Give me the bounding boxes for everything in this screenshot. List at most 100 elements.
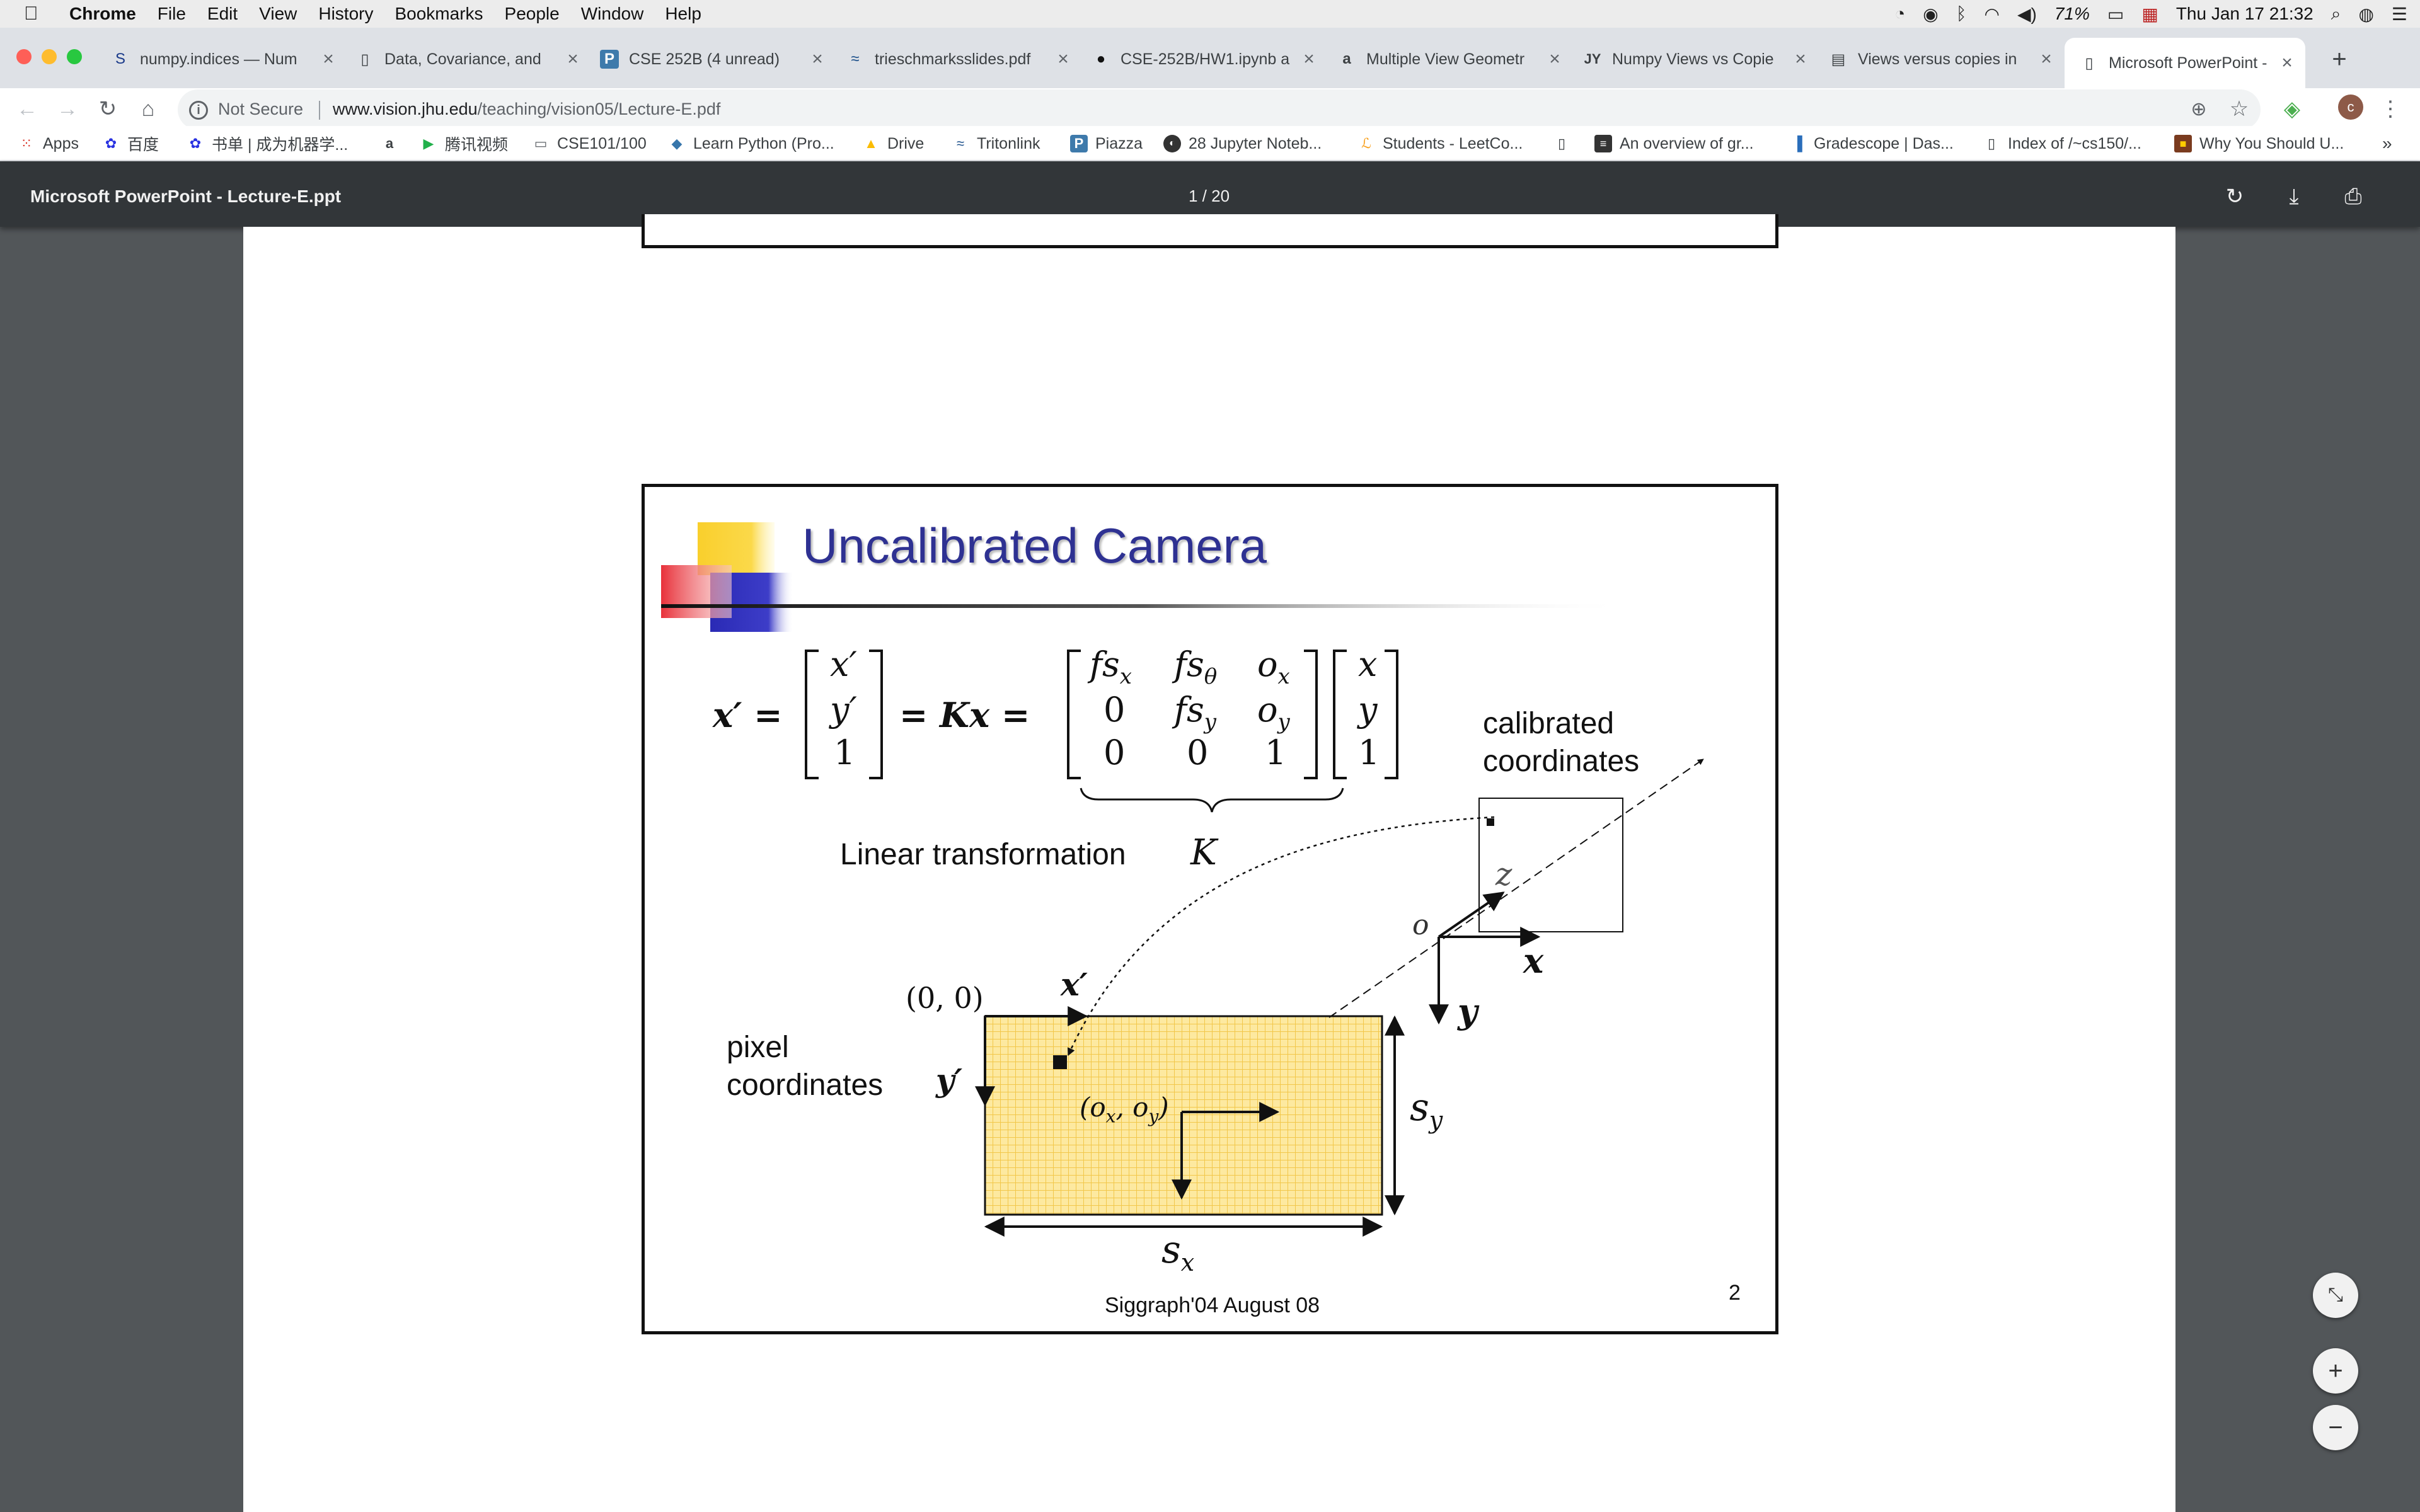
bookmark-amazon[interactable]: a (381, 132, 406, 155)
bookmark-baidu[interactable]: ✿百度 (102, 132, 159, 155)
not-secure-label[interactable]: Not Secure (218, 100, 304, 118)
bookmark-jupyter[interactable]: ◐28 Jupyter Noteb... (1163, 132, 1322, 155)
amazon-icon: a (385, 135, 394, 151)
extension-icon[interactable]: ◈ (2283, 97, 2301, 121)
input-source-flag-icon[interactable]: ▦ (2141, 4, 2158, 24)
menu-window[interactable]: Window (580, 4, 644, 23)
tab-close-icon[interactable]: × (812, 49, 823, 69)
tab-close-icon[interactable]: × (567, 49, 579, 69)
bookmark-drive[interactable]: ▲Drive (862, 132, 924, 155)
menu-edit[interactable]: Edit (207, 4, 238, 23)
bookmark-learn-python[interactable]: ◆Learn Python (Pro... (668, 132, 834, 155)
bookmark-folder-cse101[interactable]: ▭CSE101/100 (532, 132, 647, 155)
bookmark-label: 28 Jupyter Noteb... (1189, 134, 1322, 152)
bookmark-gradescope[interactable]: ▐Gradescope | Das... (1789, 132, 1954, 155)
bookmark-label: Index of /~cs150/... (2008, 134, 2141, 152)
notification-center-icon[interactable]: ☰ (2391, 4, 2407, 24)
slide-diagram (661, 522, 1625, 632)
battery-icon[interactable]: ▭ (2107, 4, 2124, 24)
menu-bookmarks[interactable]: Bookmarks (395, 4, 483, 23)
bookmark-why-you-should[interactable]: ■Why You Should U... (2174, 132, 2344, 155)
fit-to-page-button[interactable]: ⤡ (2313, 1273, 2358, 1318)
url-text[interactable]: www.vision.jhu.edu/teaching/vision05/Lec… (333, 100, 720, 119)
menu-app-chrome[interactable]: Chrome (69, 4, 136, 23)
reload-button[interactable]: ↻ (98, 97, 117, 121)
eq-xprime: x′ = (713, 695, 783, 735)
pixel-marker (1053, 1055, 1067, 1069)
spotlight-search-icon[interactable]: ⌕ (2331, 3, 2341, 23)
bookmark-booklist[interactable]: ✿书单 | 成为机器学... (187, 132, 348, 155)
siri-icon[interactable]: ◍ (2358, 4, 2374, 24)
bookmark-label: Why You Should U... (2199, 134, 2344, 152)
menu-view[interactable]: View (259, 4, 297, 23)
tab-close-icon[interactable]: × (1303, 49, 1315, 69)
tab-powerpoint-active[interactable]: ▯ Microsoft PowerPoint - × (2065, 38, 2305, 88)
window-zoom-button[interactable] (67, 49, 82, 64)
label-sy: sy (1410, 1085, 1443, 1134)
menu-file[interactable]: File (157, 4, 186, 23)
menu-history[interactable]: History (318, 4, 374, 23)
forward-button[interactable]: → (57, 96, 78, 121)
window-minimize-button[interactable] (42, 49, 57, 64)
wifi-icon[interactable]: ◠ (1984, 4, 2000, 24)
profile-avatar[interactable]: c (2338, 94, 2363, 120)
tab-data-covariance[interactable]: ▯ Data, Covariance, and × (355, 43, 582, 76)
menu-help[interactable]: Help (665, 4, 701, 23)
site-info-icon[interactable]: i (189, 101, 208, 120)
bluetooth-icon[interactable]: ᛒ (1956, 4, 1967, 23)
bookmark-tencent-video[interactable]: ▶腾讯视频 (420, 132, 508, 155)
tab-close-icon[interactable]: × (323, 49, 334, 69)
gradescope-icon: ▐ (1792, 135, 1802, 151)
tab-close-icon[interactable]: × (2041, 49, 2052, 69)
tab-views-versus-copies[interactable]: ▤ Views versus copies in × (1829, 43, 2056, 76)
window-close-button[interactable] (16, 49, 32, 64)
tab-numpy-views-copies[interactable]: JY Numpy Views vs Copie × (1583, 43, 1810, 76)
bookmark-cs150[interactable]: ▯Index of /~cs150/... (1983, 132, 2141, 155)
menu-people[interactable]: People (504, 4, 560, 23)
tab-close-icon[interactable]: × (1795, 49, 1806, 69)
menubar-clock[interactable]: Thu Jan 17 21:32 (2175, 4, 2313, 23)
image-plane (1478, 798, 1623, 932)
tab-close-icon[interactable]: × (1549, 49, 1560, 69)
bookmark-star-icon[interactable]: ☆ (2229, 97, 2249, 121)
bookmark-overview[interactable]: ≡An overview of gr... (1594, 132, 1754, 155)
chrome-menu-icon[interactable]: ⋮ (2380, 97, 2401, 121)
slide-footer: Siggraph'04 August 08 (1105, 1293, 1320, 1317)
bookmarks-overflow-button[interactable]: » (2382, 132, 2392, 155)
tab-close-icon[interactable]: × (1057, 49, 1069, 69)
tab-github-hw1[interactable]: ● CSE-252B/HW1.ipynb a × (1092, 43, 1318, 76)
zoom-icon[interactable]: ⊕ (2191, 98, 2207, 120)
new-tab-button[interactable]: + (2325, 43, 2353, 76)
tab-cse252b-piazza[interactable]: P CSE 252B (4 unread) × (600, 43, 827, 76)
zoom-in-button[interactable]: + (2313, 1348, 2358, 1394)
pdf-page-indicator[interactable]: 1 / 20 (1189, 186, 1230, 205)
download-icon[interactable]: ⤓ (2289, 184, 2299, 209)
bookmark-tritonlink[interactable]: ≈Tritonlink (952, 132, 1040, 155)
wechat-icon[interactable]: ◉ (1923, 4, 1939, 24)
bookmark-apps[interactable]: ⁙Apps (18, 132, 79, 155)
rotate-icon[interactable]: ↻ (2225, 185, 2244, 209)
tab-close-icon[interactable]: × (2281, 52, 2293, 73)
apps-grid-icon: ⁙ (20, 135, 33, 151)
piazza-icon: P (600, 50, 619, 69)
tab-title: Microsoft PowerPoint - (2109, 54, 2267, 72)
bookmark-label: Piazza (1095, 134, 1143, 152)
tab-amazon-multiple-view[interactable]: a Multiple View Geometr × (1337, 43, 1564, 76)
bookmark-blank[interactable]: ▯ (1553, 132, 1578, 155)
qq-icon[interactable]: ◔ (1894, 4, 1906, 23)
tab-triesch-slides[interactable]: ≈ trieschmarksslides.pdf × (846, 43, 1073, 76)
tab-title: Views versus copies in (1858, 50, 2017, 68)
google-drive-icon: ▲ (864, 135, 878, 151)
volume-icon[interactable]: ◀) (2017, 4, 2037, 24)
label-pixel-coordinates: pixel coordinates (727, 1029, 883, 1104)
amazon-icon: a (1342, 50, 1351, 67)
back-button[interactable]: ← (16, 96, 38, 121)
tab-numpy-indices[interactable]: S numpy.indices — Num × (111, 43, 338, 76)
address-bar[interactable] (178, 89, 2261, 130)
print-icon[interactable]: ⎙ (2344, 184, 2362, 209)
zoom-out-button[interactable]: − (2313, 1405, 2358, 1450)
home-button[interactable]: ⌂ (141, 96, 155, 121)
apple-menu-icon[interactable]:  (24, 3, 52, 25)
